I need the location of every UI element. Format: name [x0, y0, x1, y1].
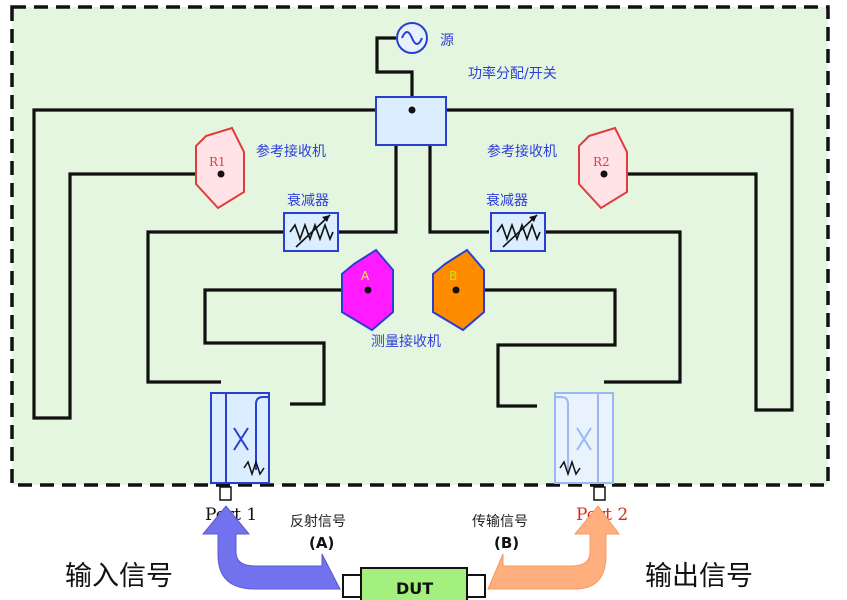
port1-connector: [219, 486, 232, 501]
source-label: 源: [440, 33, 454, 49]
signal-wires: [32, 36, 794, 420]
power-split-label: 功率分配/开关: [468, 65, 557, 82]
transmit-sub: (B): [494, 534, 519, 552]
meas-receiver-label: 测量接收机: [371, 333, 441, 350]
svg-text:R1: R1: [209, 155, 226, 169]
input-signal-arrow: [201, 505, 341, 590]
ref-receiver-r1: R1: [195, 126, 245, 210]
attenuator-left-label: 衰减器: [287, 192, 329, 209]
ref-receiver-left-label: 参考接收机: [256, 143, 326, 160]
attenuator-right-label: 衰减器: [486, 192, 528, 209]
receiver-b: B: [432, 248, 485, 332]
output-signal-arrow: [487, 505, 620, 590]
coupler-port2: [554, 392, 614, 484]
svg-text:R2: R2: [593, 155, 610, 169]
svg-text:A: A: [361, 269, 370, 283]
ref-receiver-r2: R2: [578, 126, 628, 210]
signal-source: [396, 22, 428, 54]
dut-label: DUT: [396, 579, 433, 598]
ref-receiver-right-label: 参考接收机: [487, 143, 557, 160]
port2-connector: [593, 486, 606, 501]
reflect-label: 反射信号: [290, 514, 346, 530]
power-splitter-box: [375, 96, 447, 146]
output-signal-label: 输出信号: [645, 561, 753, 592]
coupler-port1: [210, 392, 270, 484]
svg-text:B: B: [449, 269, 457, 283]
attenuator-left: [283, 212, 339, 252]
attenuator-right: [490, 212, 546, 252]
dut-block: [342, 567, 486, 600]
reflect-sub: (A): [309, 534, 334, 552]
transmit-label: 传输信号: [472, 514, 528, 530]
input-signal-label: 输入信号: [65, 561, 173, 592]
receiver-a: A: [341, 248, 394, 332]
instrument-panel: [10, 5, 830, 487]
